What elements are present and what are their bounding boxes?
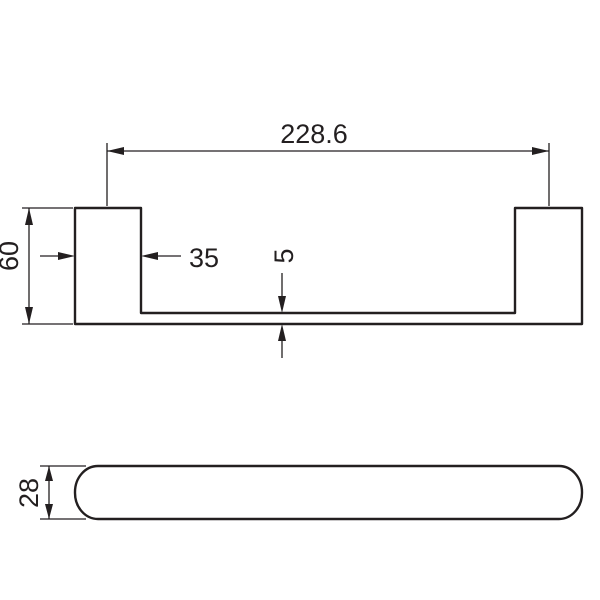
bar-thickness-label: 5 (269, 248, 299, 263)
arrowhead-up (278, 324, 286, 341)
arrowhead-down (25, 307, 33, 324)
height-label: 60 (0, 241, 24, 271)
center-to-center-dimension: 228.6 (106, 119, 550, 206)
arrowhead-down (278, 296, 286, 313)
height-dimension: 60 (0, 207, 73, 325)
handle-front-outline (73, 206, 584, 326)
arrowhead-up (25, 208, 33, 225)
side-view: 28 (14, 464, 584, 521)
arrowhead-down (45, 504, 53, 519)
arrowhead-right (58, 252, 75, 260)
leg-width-dimension: 35 (40, 243, 219, 273)
center-to-center-label: 228.6 (280, 119, 348, 149)
front-view: 228.6 60 35 5 (0, 119, 584, 358)
handle-side-outline (73, 464, 584, 521)
arrowhead-right (532, 147, 549, 155)
arrowhead-left (141, 252, 158, 260)
leg-width-label: 35 (189, 243, 219, 273)
arrowhead-left (107, 147, 124, 155)
depth-label: 28 (14, 478, 44, 508)
arrowhead-up (45, 466, 53, 481)
depth-dimension: 28 (14, 465, 86, 520)
bar-thickness-dimension: 5 (269, 248, 299, 358)
